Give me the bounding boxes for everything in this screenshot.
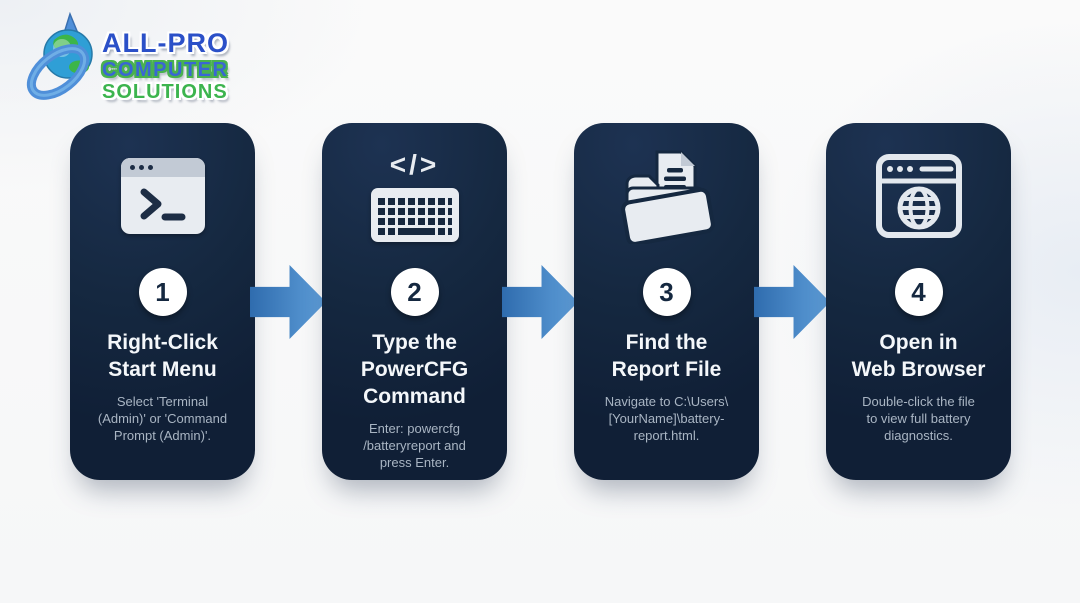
step-card-3: 3 Find the Report File Navigate to C:\Us…: [574, 123, 759, 480]
step-number-badge: 4: [894, 268, 943, 316]
code-keyboard-icon: </>: [322, 123, 507, 268]
step-number-badge: 2: [390, 268, 439, 316]
step-number-badge: 1: [138, 268, 187, 316]
logo-line-all-pro: ALL-PRO: [102, 28, 229, 58]
arrow-right-icon: [502, 265, 578, 339]
logo-line-solutions: SOLUTIONS: [102, 81, 228, 103]
keyboard-icon: [370, 188, 459, 242]
step-title: Find the Report File: [611, 331, 722, 381]
step-card-2: </> 2 Type the PowerCFG Command Enter: p…: [322, 123, 507, 480]
step-title: Type the PowerCFG Command: [360, 331, 469, 408]
logo-text: ALL-PRO COMPUTER SOLUTIONS: [102, 28, 229, 103]
step-description: Double-click the file to view full batte…: [862, 393, 975, 444]
company-logo: ALL-PRO COMPUTER SOLUTIONS: [24, 12, 229, 104]
logo-line-computer: COMPUTER: [102, 59, 229, 81]
code-symbol: </>: [389, 149, 440, 180]
terminal-window-icon: [70, 123, 255, 268]
step-description: Select 'Terminal (Admin)' or 'Command Pr…: [97, 393, 228, 444]
prompt-glyph: [140, 188, 185, 221]
arrow-right-icon: [754, 265, 830, 339]
step-description: Navigate to C:\Users\ [YourName]\battery…: [604, 393, 729, 444]
step-card-1: 1 Right-Click Start Menu Select 'Termina…: [70, 123, 255, 480]
browser-globe-icon: [826, 123, 1011, 268]
folder-document-icon: [574, 123, 759, 268]
globe-swoosh-icon: [26, 12, 93, 100]
step-number-badge: 3: [642, 268, 691, 316]
step-title: Open in Web Browser: [851, 331, 986, 381]
step-card-4: 4 Open in Web Browser Double-click the f…: [826, 123, 1011, 480]
arrow-right-icon: [250, 265, 326, 339]
step-title: Right-Click Start Menu: [107, 331, 218, 381]
step-description: Enter: powercfg /batteryreport and press…: [363, 420, 466, 470]
